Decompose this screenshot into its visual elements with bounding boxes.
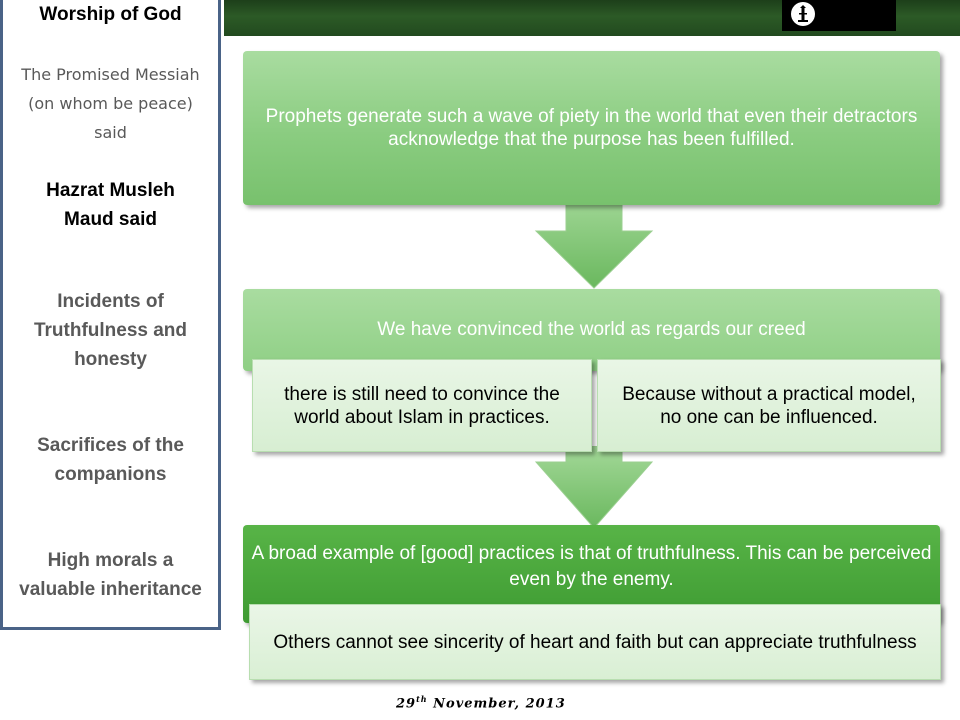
- sidebar: Worship of God The Promised Messiah (on …: [0, 0, 221, 630]
- flow-sub-need-convince: there is still need to convince the worl…: [252, 359, 592, 452]
- flow-sub-sincerity: Others cannot see sincerity of heart and…: [249, 604, 941, 680]
- date-footer: 29th November, 2013: [396, 694, 566, 711]
- footer-rest: November, 2013: [427, 696, 566, 712]
- down-arrow-1: [534, 193, 654, 289]
- flow-box-creed: We have convinced the world as regards o…: [243, 289, 940, 371]
- sidebar-item-incidents[interactable]: Incidents of Truthfulness and honesty: [33, 291, 188, 370]
- footer-day: 29: [396, 696, 417, 712]
- flow-box-prophets: Prophets generate such a wave of piety i…: [243, 51, 940, 205]
- mosque-minaret-icon: [791, 2, 815, 26]
- sidebar-item-high-morals[interactable]: High morals a valuable inheritance: [19, 550, 202, 600]
- sidebar-item-musleh-maud[interactable]: Hazrat Musleh Maud said: [46, 180, 175, 230]
- sidebar-title[interactable]: Worship of God: [39, 4, 182, 25]
- down-arrow-2: [534, 446, 654, 529]
- sidebar-item-promised-messiah[interactable]: The Promised Messiah (on whom be peace) …: [21, 65, 200, 142]
- sidebar-item-sacrifices[interactable]: Sacrifices of the companions: [37, 435, 184, 485]
- logo-box: [782, 0, 896, 31]
- footer-suffix: th: [416, 694, 428, 704]
- flow-sub-practical-model: Because without a practical model, no on…: [597, 359, 941, 452]
